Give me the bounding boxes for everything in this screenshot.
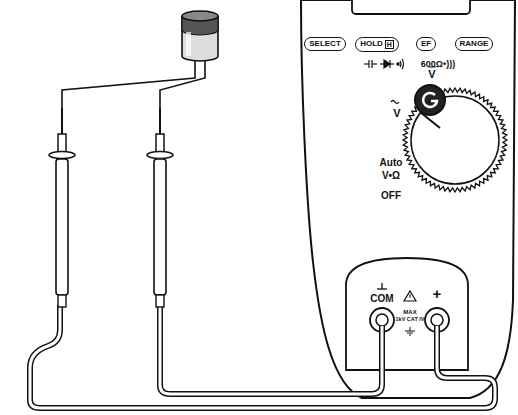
ac-tilde xyxy=(391,101,399,104)
rating-label: MAX xyxy=(403,309,416,315)
mode-label: V•Ω xyxy=(382,171,400,181)
capacitor-lead xyxy=(62,60,195,110)
test-leads xyxy=(30,305,495,408)
ground-symbol xyxy=(377,283,387,289)
ac-volt-label: V xyxy=(393,108,400,119)
meter-housing xyxy=(301,0,515,398)
button-icon: H xyxy=(385,40,394,49)
button: HOLDH xyxy=(355,37,399,52)
range-label: 600Ω•))) xyxy=(421,60,455,69)
capacitor-lead xyxy=(160,60,205,110)
brand-knob xyxy=(415,85,445,115)
earth-symbol xyxy=(405,327,415,335)
warning-triangle xyxy=(404,291,416,301)
probe xyxy=(49,108,75,307)
probe xyxy=(147,108,173,307)
button: EF xyxy=(416,37,436,51)
button-label: EF xyxy=(421,40,431,48)
jack-label: + xyxy=(433,286,442,301)
jack-label: COM xyxy=(370,294,393,304)
button: SELECT xyxy=(304,37,346,51)
button-label: HOLD xyxy=(360,40,383,48)
jack-panel xyxy=(346,258,468,370)
brand-logo xyxy=(423,93,437,107)
display xyxy=(352,0,470,14)
capacitor xyxy=(182,11,218,61)
dc-volt-label: V xyxy=(428,69,435,80)
rating-label: 1kV CAT IV xyxy=(396,317,425,323)
function-symbols xyxy=(364,59,404,69)
test-probes xyxy=(49,108,173,307)
button-label: SELECT xyxy=(309,40,341,48)
off-label: OFF xyxy=(381,191,401,201)
button: RANGE xyxy=(455,37,494,51)
button-label: RANGE xyxy=(460,40,489,48)
mode-label: Auto xyxy=(380,158,403,168)
